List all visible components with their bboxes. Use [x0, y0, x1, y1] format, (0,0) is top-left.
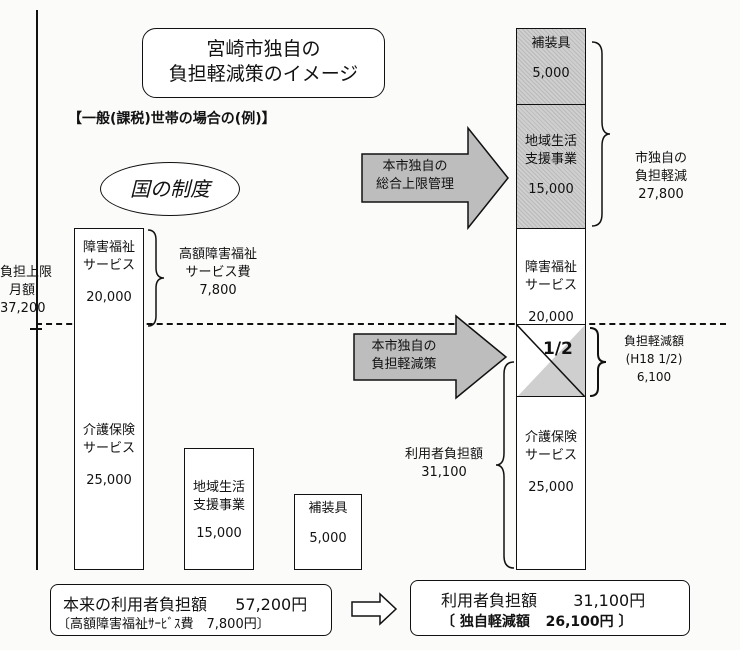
city-reduction-line1: 市独自の	[634, 151, 687, 166]
user-burden-label: 利用者負担額 31,100	[394, 446, 494, 482]
left-care-line1: 介護保険	[82, 423, 135, 438]
city-reduction-label: 市独自の 負担軽減 27,800	[616, 150, 706, 204]
equipment-bar: 補装具 5,000	[294, 494, 362, 570]
community-bar-line2: 支援事業	[192, 498, 245, 513]
right-community-line1: 地域生活	[524, 134, 577, 149]
high-cost-line2: サービス費	[185, 265, 251, 280]
high-cost-note: 〔高額障害福祉ｻｰﾋﾞｽ費 7,800円〕	[57, 617, 270, 632]
right-half-segment: 1/2	[516, 324, 586, 398]
left-disability-value: 20,000	[86, 290, 132, 305]
city-reduction-brace	[591, 41, 611, 227]
reduction-amount-value: 6,100	[636, 370, 672, 384]
user-burden-brace	[495, 361, 515, 569]
arrow-top-line1: 本市独自の	[382, 159, 448, 174]
reduced-burden-label: 利用者負担額	[441, 591, 538, 610]
high-cost-value: 7,800	[199, 283, 237, 298]
arrow-bottom	[353, 314, 508, 400]
left-axis-line	[36, 10, 38, 570]
result-arrow	[351, 592, 398, 626]
community-bar-line1: 地域生活	[192, 480, 245, 495]
upper-limit-line	[36, 323, 726, 325]
user-burden-line1: 利用者負担額	[404, 447, 483, 462]
arrow-bottom-line2: 負担軽減策	[371, 357, 437, 372]
right-community-segment: 地域生活 支援事業 15,000	[516, 104, 586, 230]
community-bar-value: 15,000	[196, 526, 242, 541]
half-triangle	[517, 325, 585, 397]
reduction-amount-brace	[589, 327, 607, 397]
upper-limit-value: 37,200	[0, 301, 46, 316]
right-disability-line1: 障害福祉	[524, 260, 577, 275]
national-system-label: 国の制度	[100, 162, 240, 216]
reduced-burden-value: 31,100円	[573, 591, 646, 610]
title-line2: 負担軽減策のイメージ	[168, 63, 359, 85]
right-care-line2: サービス	[524, 448, 577, 463]
right-care-line1: 介護保険	[524, 430, 577, 445]
arrow-top-label: 本市独自の 総合上限管理	[362, 158, 468, 194]
arrow-bottom-line1: 本市独自の	[371, 339, 437, 354]
city-reduction-line2: 負担軽減	[634, 169, 687, 184]
left-disability-line2: サービス	[82, 258, 135, 273]
right-community-line2: 支援事業	[524, 152, 577, 167]
upper-limit-line2: 月額	[8, 283, 35, 298]
city-reduction-value: 27,800	[638, 187, 684, 202]
arrow-top	[361, 126, 509, 230]
right-community-value: 15,000	[528, 182, 574, 197]
right-equipment-line1: 補装具	[531, 36, 571, 51]
right-care-segment: 介護保険 サービス 25,000	[516, 396, 586, 570]
high-cost-label: 高額障害福祉 サービス費 7,800	[168, 246, 268, 300]
diagram-title: 宮崎市独自の 負担軽減策のイメージ	[142, 28, 385, 98]
axis-tick	[30, 328, 42, 330]
left-care-line2: サービス	[82, 441, 135, 456]
user-burden-value: 31,100	[421, 465, 467, 480]
right-disability-value: 20,000	[528, 310, 574, 325]
reduction-amount-label: 負担軽減額 (H18 1/2) 6,100	[606, 332, 702, 386]
reduction-amount-line2: (H18 1/2)	[625, 352, 683, 366]
community-bar: 地域生活 支援事業 15,000	[184, 448, 254, 570]
right-disability-line2: サービス	[524, 278, 577, 293]
left-care-bar: 介護保険 サービス 25,000	[74, 326, 144, 570]
reduction-amount-line1: 負担軽減額	[623, 334, 684, 348]
equipment-bar-line1: 補装具	[308, 501, 348, 516]
right-disability-segment: 障害福祉 サービス 20,000	[516, 228, 586, 326]
upper-limit-line1: 負担上限	[0, 265, 53, 280]
own-reduction-value: 26,100円 〕	[545, 614, 633, 630]
arrow-bottom-label: 本市独自の 負担軽減策	[354, 338, 454, 374]
right-equipment-segment: 補装具 5,000	[516, 28, 586, 106]
left-disability-line1: 障害福祉	[82, 240, 135, 255]
subtitle: 【一般(課税)世帯の場合の(例)】	[68, 111, 276, 127]
high-cost-brace	[147, 229, 165, 327]
original-burden-value: 57,200円	[235, 595, 308, 614]
original-burden-box: 本来の利用者負担額 57,200円 〔高額障害福祉ｻｰﾋﾞｽ費 7,800円〕	[50, 584, 332, 636]
right-equipment-value: 5,000	[532, 66, 570, 81]
half-label: 1/2	[543, 339, 573, 359]
title-line1: 宮崎市独自の	[206, 38, 321, 60]
original-burden-label: 本来の利用者負担額	[63, 595, 208, 614]
right-care-value: 25,000	[528, 480, 574, 495]
own-reduction-label: 〔 独自軽減額	[441, 614, 530, 630]
left-disability-bar: 障害福祉 サービス 20,000	[74, 228, 144, 328]
equipment-bar-value: 5,000	[309, 531, 347, 546]
arrow-top-line2: 総合上限管理	[375, 177, 454, 192]
left-care-value: 25,000	[86, 473, 132, 488]
upper-limit-label: 負担上限 月額 37,200	[0, 264, 53, 318]
reduced-burden-box: 利用者負担額 31,100円 〔 独自軽減額 26,100円 〕	[410, 580, 690, 636]
high-cost-line1: 高額障害福祉	[178, 247, 257, 262]
